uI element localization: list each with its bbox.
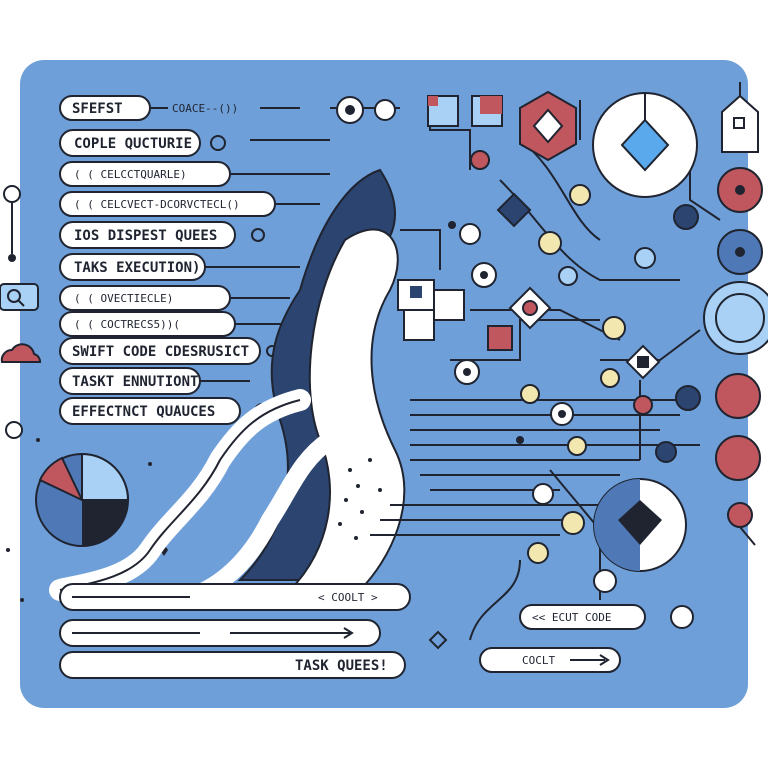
node-icon — [3, 185, 21, 203]
bottom-bar — [59, 651, 406, 679]
bottom-right-bars: << ECUT CODE COCLT — [428, 604, 646, 673]
node — [602, 316, 626, 340]
node — [675, 385, 701, 411]
big-circle — [715, 435, 761, 481]
swift-text: SWIFT CODE CDESRUSICT — [72, 344, 249, 360]
node — [593, 569, 617, 593]
left-edge-icons — [0, 185, 41, 439]
node — [561, 511, 585, 535]
taskt-text: TASKT ENNUTIONT — [72, 374, 198, 390]
coc-text: ( ( COCTRECS5))( — [74, 318, 180, 331]
ove-text: ( ( OVECTIECLE) — [74, 292, 173, 305]
effect-text: EFFECTNCT QUAUCES — [72, 404, 215, 420]
label-bar-swift — [59, 337, 261, 365]
big-circle — [715, 373, 761, 419]
circuit-nodes — [336, 96, 701, 629]
s-curve-ribbon — [237, 168, 406, 591]
house-icon — [721, 82, 759, 153]
node — [558, 266, 578, 286]
bottom-bar — [59, 583, 411, 611]
bottom-bars: < COOLT > TASK QUEES! — [59, 583, 411, 679]
node — [670, 605, 694, 629]
bottom-bar — [59, 619, 381, 647]
ios-text: IOS DISPEST QUEES — [74, 228, 217, 244]
coclt-text: COCLT — [522, 654, 555, 667]
coclt-bar — [479, 647, 621, 673]
copie-text: COPLE QUCTURIE — [74, 136, 192, 152]
diamond-icon — [519, 90, 577, 162]
ecut-text: << ECUT CODE — [532, 611, 611, 624]
node — [527, 542, 549, 564]
dot-stream — [338, 458, 382, 540]
cel2-text: ( ( CELCVECT-DCORVCTECL() — [74, 198, 240, 211]
node — [374, 99, 396, 121]
node — [655, 441, 677, 463]
node — [567, 436, 587, 456]
right-circles — [703, 167, 768, 546]
task-ques-text: TASK QUEES! — [295, 658, 388, 674]
ecut-bar — [519, 604, 646, 630]
label-bar-ios — [59, 221, 236, 249]
cel1-text: ( ( CELCCTQUARLE) — [74, 168, 187, 181]
contrast-icon — [593, 478, 687, 572]
pie-chart-icon — [35, 452, 130, 547]
node — [470, 150, 490, 170]
ring — [210, 135, 226, 151]
node — [538, 231, 562, 255]
top-squares — [427, 95, 503, 127]
node — [459, 223, 481, 245]
label-bar-cel2 — [59, 191, 276, 217]
node — [673, 204, 699, 230]
ring — [251, 228, 265, 242]
label-bar-copie — [59, 129, 201, 157]
diamond-markers — [487, 192, 661, 380]
top-call-text: COACE--()) — [172, 102, 238, 115]
target-icon — [592, 92, 698, 198]
node — [520, 384, 540, 404]
node — [634, 247, 656, 269]
label-list: SFEFST COACE--()) COPLE QUCTURIE ( ( CEL… — [59, 95, 330, 425]
node — [600, 368, 620, 388]
taks-text: TAKS EXECUTION) — [74, 260, 200, 276]
top-snippet-text: SFEFST — [72, 101, 123, 117]
node — [633, 395, 653, 415]
puzzle-icon — [397, 279, 465, 341]
node — [569, 184, 591, 206]
node — [532, 483, 554, 505]
cool-text: < COOLT > — [318, 591, 378, 604]
label-bar-effect — [59, 397, 241, 425]
label-connectors — [150, 107, 330, 382]
search-icon — [0, 283, 39, 311]
node-icon — [5, 421, 23, 439]
big-circle — [703, 281, 768, 355]
cloud-icon — [0, 343, 41, 363]
node — [727, 502, 753, 528]
